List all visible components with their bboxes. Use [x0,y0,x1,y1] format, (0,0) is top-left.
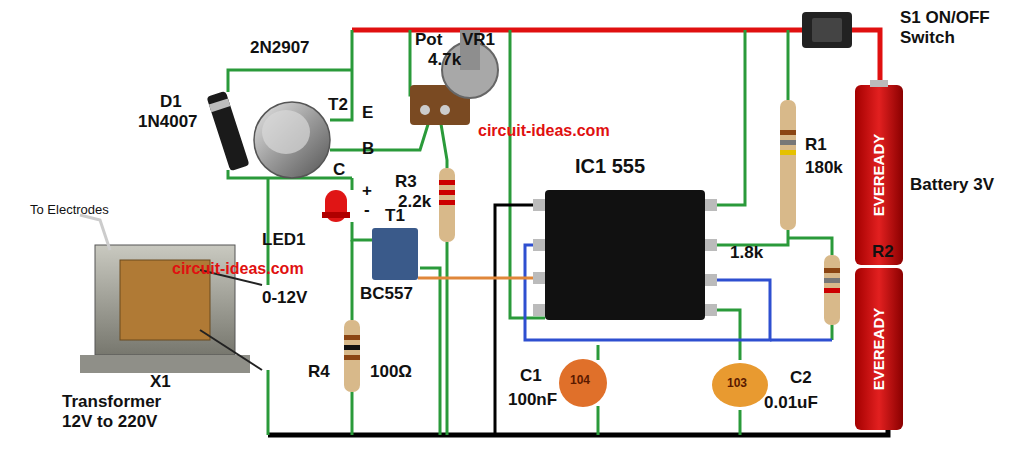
battery-brand: EVEREADY [870,134,887,217]
part-label: 180k [805,158,843,178]
part-label: BC557 [360,284,413,304]
part-label: IC1 555 [575,155,645,178]
part-label: B [362,139,374,159]
part-label: 100Ω [370,362,412,382]
part-label: C [333,160,345,180]
part-label: 103 [727,377,747,391]
part-label: 100nF [508,390,557,410]
part-label: circuit-ideas.com [478,122,610,140]
part-label: D1 [160,92,182,112]
part-label: 4.7k [428,50,461,70]
part-label: T2 [328,95,348,115]
part-label: E [362,103,373,123]
part-label: To Electrodes [30,203,109,218]
part-label: + [362,181,372,201]
part-label: 1N4007 [138,112,198,132]
part-label: R3 [395,172,417,192]
part-label: Battery 3V [910,175,1020,195]
part-label: X1 [150,372,171,392]
part-label: VR1 [462,30,495,50]
part-label: C1 [520,366,542,386]
part-label: R4 [308,362,330,382]
part-label: 1.8k [730,243,763,263]
part-label: - [364,200,370,220]
part-label: LED1 [262,230,305,250]
part-label: Pot [415,30,442,50]
part-label: Transformer 12V to 220V [62,392,192,431]
part-label: 104 [570,374,590,388]
part-label: T1 [385,206,405,226]
part-label: S1 ON/OFF Switch [900,8,1000,47]
part-label: circuit-ideas.com [172,260,304,278]
part-label: 2N2907 [250,38,310,58]
battery-brand: EVEREADY [870,308,887,391]
part-label: C2 [790,368,812,388]
part-label: R2 [872,242,894,262]
part-label: R1 [805,135,827,155]
part-label: 0.01uF [764,393,818,413]
part-label: 0-12V [262,288,307,308]
